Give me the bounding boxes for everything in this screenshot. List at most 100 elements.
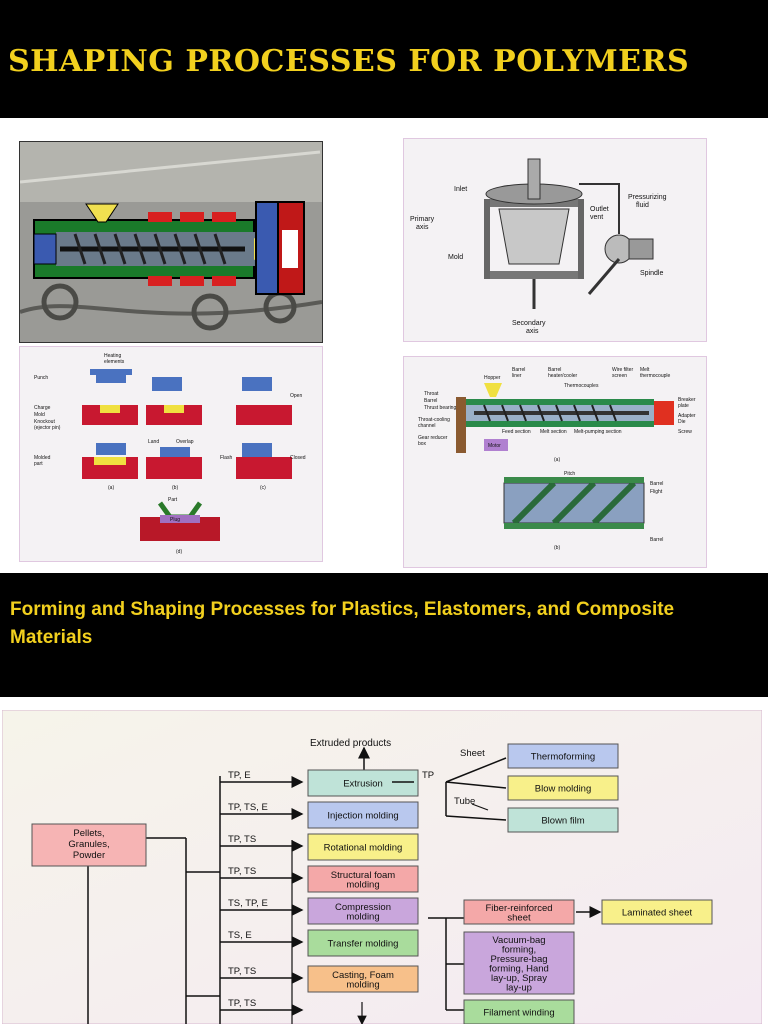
process-compression-molding-label: Compression bbox=[335, 902, 391, 913]
composite-layup-methods-box bbox=[463, 931, 575, 995]
svg-text:Part: Part bbox=[168, 497, 178, 503]
svg-text:Charge: Charge bbox=[34, 405, 51, 411]
svg-text:Wire filter: Wire filter bbox=[612, 367, 633, 373]
process-extrusion-box bbox=[307, 769, 419, 797]
svg-text:Gear reducer: Gear reducer bbox=[418, 435, 448, 441]
svg-text:Secondary: Secondary bbox=[512, 320, 546, 327]
output-blow-molding-label: Blow molding bbox=[535, 784, 592, 795]
input-line-3: Powder bbox=[73, 850, 105, 861]
composite-filament-winding-box bbox=[463, 999, 575, 1024]
svg-text:(d): (d) bbox=[176, 549, 182, 555]
svg-text:Die: Die bbox=[678, 419, 686, 425]
svg-text:(b): (b) bbox=[554, 545, 560, 551]
svg-text:heater/cooler: heater/cooler bbox=[548, 373, 578, 379]
process-casting-foam-molding-label: molding bbox=[346, 979, 379, 990]
svg-text:Melt section: Melt section bbox=[540, 429, 567, 435]
laminated-sheet: Laminated sheet bbox=[601, 899, 713, 925]
laminated-sheet-box bbox=[601, 899, 713, 925]
slide2-header bbox=[0, 573, 768, 697]
injection-molding-figure bbox=[19, 141, 323, 343]
svg-text:liner: liner bbox=[512, 373, 522, 379]
composite-layup-methods-label: Vacuum-bag bbox=[492, 935, 545, 946]
svg-text:Throat: Throat bbox=[424, 391, 439, 397]
svg-text:elements: elements bbox=[104, 359, 125, 365]
process-casting-foam-molding-label: Casting, Foam bbox=[332, 970, 394, 981]
svg-text:axis: axis bbox=[526, 328, 539, 335]
composite-fiber-reinforced-sheet-box bbox=[463, 899, 575, 925]
svg-text:Adapter: Adapter bbox=[678, 413, 696, 419]
output-thermoforming-box bbox=[507, 743, 619, 769]
process-extrusion: Extrusion bbox=[307, 769, 419, 797]
process-edge-label: TP, TS bbox=[228, 966, 256, 977]
svg-text:Spindle: Spindle bbox=[640, 270, 663, 277]
process-edge-label: TP, TS bbox=[228, 998, 256, 1009]
svg-text:Throat-cooling: Throat-cooling bbox=[418, 417, 450, 423]
svg-text:Plug: Plug bbox=[170, 517, 180, 523]
process-edge-label: TP, E bbox=[228, 770, 251, 781]
process-rotational-molding: Rotational molding bbox=[307, 833, 419, 861]
svg-text:Hopper: Hopper bbox=[484, 375, 501, 381]
process-flowchart: Extruded products Pellets, Granules, Pow… bbox=[2, 710, 762, 1024]
svg-text:Thermocouples: Thermocouples bbox=[564, 383, 599, 389]
svg-text:box: box bbox=[418, 441, 427, 447]
process-structural-foam-molding-label: Structural foam bbox=[331, 870, 395, 881]
svg-text:Land: Land bbox=[148, 439, 159, 445]
svg-text:fluid: fluid bbox=[636, 202, 649, 209]
svg-text:part: part bbox=[34, 461, 43, 467]
composite-layup-methods-label: forming, Hand bbox=[489, 963, 549, 974]
output-thermoforming-label: Thermoforming bbox=[531, 752, 595, 763]
svg-text:screen: screen bbox=[612, 373, 627, 379]
header-divider bbox=[0, 118, 768, 121]
process-transfer-molding-box bbox=[307, 929, 419, 957]
output-blow-molding: Blow molding bbox=[507, 775, 619, 801]
process-transfer-molding: Transfer molding bbox=[307, 929, 419, 957]
svg-text:Pressurizing: Pressurizing bbox=[628, 194, 667, 201]
svg-text:Barrel: Barrel bbox=[512, 367, 525, 373]
extruded-products-label: Extruded products bbox=[310, 738, 391, 749]
svg-text:Knockout: Knockout bbox=[34, 419, 55, 425]
svg-text:Breaker: Breaker bbox=[678, 397, 696, 403]
process-transfer-molding-label: Transfer molding bbox=[328, 939, 399, 950]
input-line-2: Granules, bbox=[68, 839, 109, 850]
svg-text:Heating: Heating bbox=[104, 353, 121, 359]
process-compression-molding-box bbox=[307, 897, 419, 925]
svg-text:Mold: Mold bbox=[448, 254, 463, 261]
output-blown-film-label: Blown film bbox=[541, 816, 584, 827]
svg-text:Barrel: Barrel bbox=[548, 367, 561, 373]
process-structural-foam-molding-label: molding bbox=[346, 879, 379, 890]
svg-text:thermocouple: thermocouple bbox=[640, 373, 671, 379]
svg-text:Overlap: Overlap bbox=[176, 439, 194, 445]
process-extrusion-label: Extrusion bbox=[343, 779, 383, 790]
svg-text:(c): (c) bbox=[260, 485, 266, 491]
process-edge-label: TP, TS, E bbox=[228, 802, 268, 813]
svg-text:Screw: Screw bbox=[678, 429, 692, 435]
svg-text:Thrust bearing: Thrust bearing bbox=[424, 405, 456, 411]
process-injection-molding-box bbox=[307, 801, 419, 829]
svg-text:axis: axis bbox=[416, 224, 429, 231]
svg-text:Flight: Flight bbox=[650, 489, 663, 495]
svg-text:Open: Open bbox=[290, 393, 302, 399]
slide2-subtitle: Forming and Shaping Processes for Plasti… bbox=[10, 599, 675, 648]
tube-label: Tube bbox=[454, 796, 475, 807]
composite-layup-methods-label: forming, bbox=[502, 944, 536, 955]
svg-text:(a): (a) bbox=[554, 457, 560, 463]
svg-text:(ejector pin): (ejector pin) bbox=[34, 425, 61, 431]
svg-text:Motor: Motor bbox=[488, 443, 501, 449]
process-edge-label: TP, TS bbox=[228, 834, 256, 845]
output-blown-film-box bbox=[507, 807, 619, 833]
composite-layup-methods-label: lay-up, Spray bbox=[491, 973, 547, 984]
composite-layup-methods-label: lay-up bbox=[506, 982, 532, 993]
process-injection-molding: Injection molding bbox=[307, 801, 419, 829]
svg-text:plate: plate bbox=[678, 403, 689, 409]
svg-text:(a): (a) bbox=[108, 485, 114, 491]
svg-text:Inlet: Inlet bbox=[454, 186, 467, 193]
svg-text:Barrel: Barrel bbox=[650, 481, 663, 487]
composite-filament-winding: Filament winding bbox=[463, 999, 575, 1024]
